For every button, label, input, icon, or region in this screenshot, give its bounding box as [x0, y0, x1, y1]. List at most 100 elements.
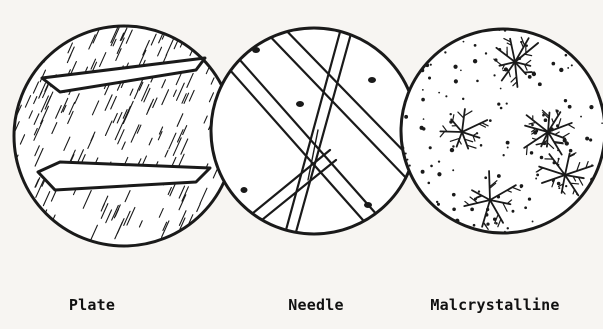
micro-dot — [452, 207, 456, 211]
micro-dot — [450, 148, 454, 152]
micro-dot — [436, 201, 438, 203]
micro-dot — [574, 213, 578, 217]
micro-dot — [470, 207, 474, 211]
micro-dot — [452, 145, 454, 147]
micro-dot — [500, 88, 502, 90]
micro-dot — [410, 208, 412, 210]
micro-dot — [445, 95, 447, 97]
micro-dot — [574, 34, 576, 36]
plate-hatch-stroke — [51, 11, 58, 27]
micro-dot — [438, 92, 440, 94]
micro-dot — [544, 118, 548, 122]
micro-dot — [430, 64, 432, 66]
micro-dot — [497, 102, 500, 105]
micro-dot — [427, 182, 430, 185]
micro-dot — [404, 198, 406, 200]
plate-hatch-stroke — [181, 30, 186, 41]
micro-dot — [485, 52, 487, 54]
micro-dot — [497, 174, 501, 178]
micro-dot — [504, 29, 507, 32]
micro-dot — [449, 113, 451, 115]
micro-dot — [569, 149, 573, 153]
micro-dot — [420, 30, 422, 32]
micro-dot — [540, 156, 543, 159]
micro-dot — [414, 27, 417, 30]
plate-hatch-stroke — [227, 214, 231, 223]
plate-hatch-stroke — [17, 194, 20, 200]
micro-dot — [415, 50, 417, 52]
plate-hatch-stroke — [68, 27, 73, 37]
micro-dot — [560, 40, 562, 42]
micro-dot — [568, 105, 572, 109]
micro-dot — [599, 203, 601, 205]
micro-dot — [473, 59, 477, 63]
micro-dot — [567, 67, 569, 69]
micro-dot — [486, 222, 489, 225]
plate-hatch-stroke — [228, 28, 235, 44]
micro-dot — [438, 160, 440, 162]
plate-hatch-stroke — [33, 50, 38, 62]
micro-dot — [589, 224, 591, 226]
micro-dot — [403, 230, 406, 233]
caption-microcrystalline: Malcrystalline — [430, 296, 559, 314]
micro-dot — [428, 77, 431, 80]
micro-dot — [585, 137, 589, 141]
micro-dot — [536, 173, 539, 176]
plate-hatch-stroke — [223, 17, 227, 27]
plate-hatch-stroke — [180, 21, 185, 31]
micro-dot — [473, 224, 476, 227]
micro-dot — [453, 65, 457, 69]
plate-hatch-stroke — [222, 192, 227, 203]
micro-dot — [437, 172, 441, 176]
plate-hatch-stroke — [32, 18, 38, 30]
plate-hatch-stroke — [228, 58, 231, 65]
micro-dot — [462, 98, 464, 100]
micro-dot — [596, 74, 600, 78]
caption-plate: Plate — [69, 296, 115, 314]
plate-hatch-stroke — [43, 14, 50, 29]
plate-hatch-stroke — [41, 44, 45, 52]
micro-dot — [429, 146, 432, 149]
micro-dot — [419, 216, 423, 220]
micro-dot — [452, 193, 456, 197]
micro-dot — [476, 80, 479, 83]
micro-dot — [538, 82, 542, 86]
micro-dot — [558, 187, 560, 189]
micro-dot — [507, 147, 509, 149]
plate-hatch-stroke — [212, 38, 217, 49]
plate-hatch-stroke — [217, 55, 221, 63]
micro-dot — [557, 182, 561, 186]
micro-dot — [437, 39, 439, 41]
micro-dot — [489, 119, 492, 122]
plate-hatch-stroke — [209, 224, 214, 235]
plate-hatch-stroke — [36, 210, 40, 219]
plate-hatch-stroke — [15, 228, 21, 241]
plate-hatch-stroke — [18, 188, 23, 199]
plate-hatch-stroke — [16, 181, 21, 192]
micro-dot — [535, 178, 537, 180]
micro-dot — [528, 75, 532, 79]
micro-dot — [542, 32, 545, 35]
micro-dot — [405, 152, 407, 154]
micro-dot — [520, 186, 522, 188]
plate-hatch-stroke — [15, 57, 21, 70]
micro-dot — [478, 190, 480, 192]
micro-dot — [406, 33, 410, 37]
micro-dot — [422, 89, 424, 91]
micro-dot — [591, 201, 595, 205]
micro-dot — [404, 115, 408, 119]
micro-dot — [532, 221, 534, 223]
micro-dot — [460, 70, 462, 72]
plate-hatch-stroke — [215, 37, 222, 52]
micro-dot — [452, 30, 456, 34]
micro-dot — [426, 211, 428, 213]
micro-dot — [502, 154, 504, 156]
micro-dot — [454, 79, 458, 83]
micro-dot — [402, 190, 406, 194]
micro-dot — [500, 107, 503, 110]
plate-panel — [14, 11, 240, 246]
plate-hatch-stroke — [31, 206, 37, 219]
micro-dot — [506, 141, 510, 145]
micro-dot — [567, 229, 571, 233]
